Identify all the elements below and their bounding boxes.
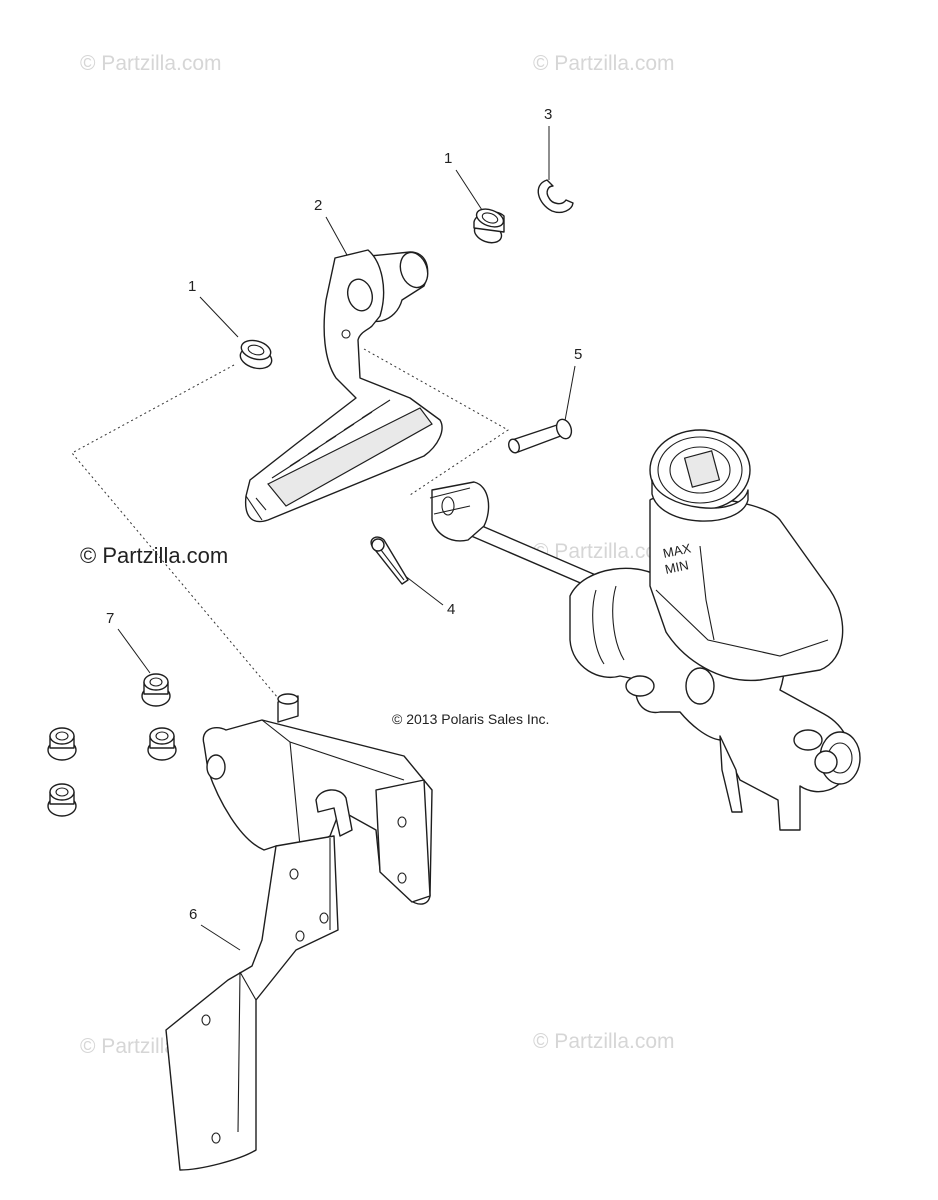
leader-bushing-left: [199, 296, 239, 338]
watermark-top-left: © Partzilla.com: [80, 52, 222, 75]
flange-nut-2: [47, 727, 77, 761]
flange-nuts-part: [47, 673, 177, 817]
callout-flange-nut: 7: [106, 610, 115, 627]
bushing-left-part: [239, 339, 273, 370]
callout-cotter-pin: 4: [447, 601, 456, 618]
flange-nut-3: [147, 727, 177, 761]
callout-clevis-pin: 5: [574, 346, 583, 363]
callout-pedal: 2: [314, 197, 323, 214]
dashed-line-pedal: [363, 348, 509, 496]
master-cylinder-part: MAX MIN: [429, 429, 861, 831]
watermark-bottom-right: © Partzilla.com: [533, 1030, 675, 1053]
dashed-line-left: [71, 364, 279, 699]
watermark-mid-right: © Partzilla.com: [533, 540, 675, 563]
assembly-dashed-lines: [71, 348, 509, 699]
callout-e-clip: 3: [544, 106, 553, 123]
leader-bushing-upper: [455, 169, 483, 211]
watermark-center: © Partzilla.com: [80, 543, 229, 568]
bushing-upper-part: [473, 208, 505, 244]
leader-flange-nut: [117, 628, 151, 674]
clevis-pin-part: [508, 418, 573, 454]
flange-nut-1: [141, 673, 171, 707]
e-clip-part: [537, 179, 574, 214]
copyright-notice: © 2013 Polaris Sales Inc.: [392, 711, 550, 727]
cotter-pin-part: [370, 536, 409, 585]
brake-pedal-part: [244, 249, 443, 523]
watermark-top-right: © Partzilla.com: [533, 52, 675, 75]
callout-bushing-left: 1: [188, 278, 197, 295]
pedal-bracket-part: [165, 693, 433, 1171]
callout-bushing-upper: 1: [444, 150, 453, 167]
leader-bracket: [200, 924, 241, 951]
reservoir-max-label: MAX: [662, 540, 693, 561]
flange-nut-4: [47, 783, 77, 817]
reservoir-min-label: MIN: [664, 557, 690, 577]
callout-bracket: 6: [189, 906, 198, 923]
